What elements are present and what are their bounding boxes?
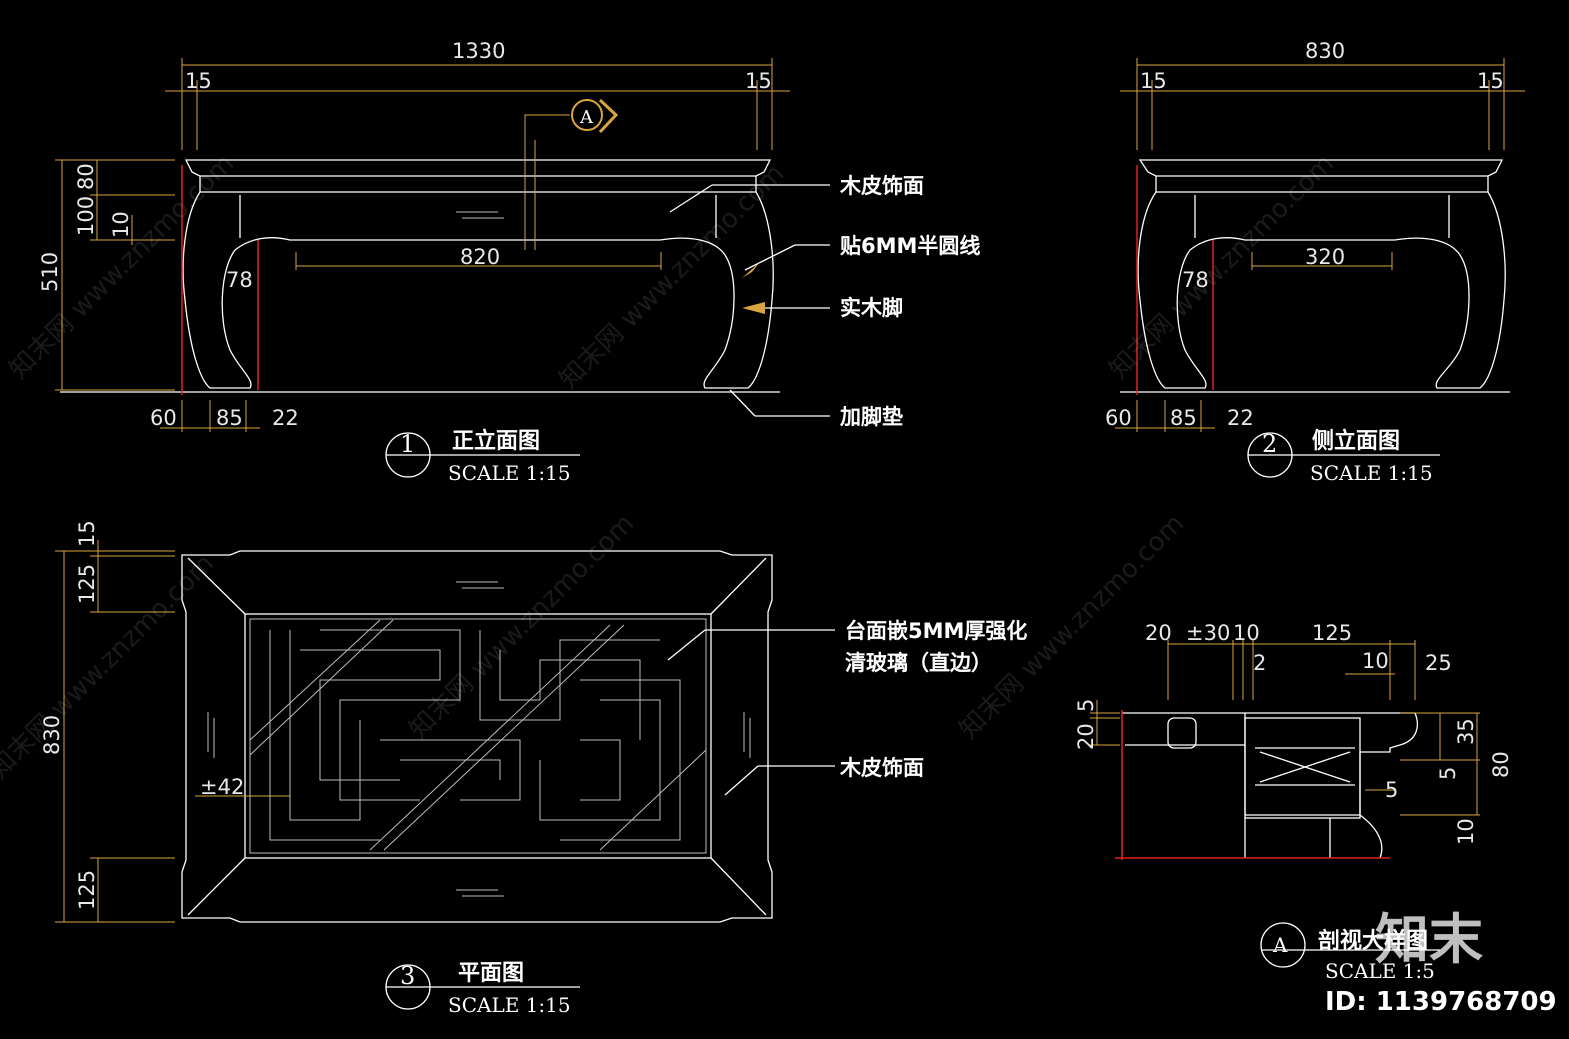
- front-dim-b2: 85: [216, 406, 243, 430]
- watermark-text: 知末网 www.znzmo.com: [554, 159, 790, 395]
- callout-foot-pad: 加脚垫: [839, 405, 903, 429]
- plan-dim-d3: 125: [75, 870, 99, 910]
- detail-dim-g: 25: [1425, 651, 1452, 675]
- front-view-scale: SCALE 1:15: [448, 461, 571, 485]
- plan-dim-glass: ±42: [200, 775, 244, 799]
- side-dim-b3: 22: [1227, 406, 1254, 430]
- watermark-text: 知末网 www.znzmo.com: [0, 549, 220, 785]
- front-dim-b1: 60: [150, 406, 177, 430]
- front-dim-total: 1330: [452, 39, 505, 63]
- detail-view-number: A: [1272, 933, 1288, 957]
- detail-dim-e: 2: [1253, 651, 1266, 675]
- plan-view-number: 3: [400, 962, 415, 990]
- plan-view: 15 125 830 125 ±42 台面嵌5MM厚强化 清玻璃（直边） 木皮饰…: [40, 520, 1027, 1017]
- detail-dim-c: 10: [1233, 621, 1260, 645]
- section-marker-circle: [571, 99, 603, 131]
- plan-dim-d1: 15: [75, 520, 99, 547]
- detail-dim-n: 10: [1454, 818, 1478, 845]
- front-dim-h2: 100: [74, 196, 98, 236]
- side-dim-leg: 78: [1182, 268, 1209, 292]
- detail-view-scale: SCALE 1:5: [1325, 959, 1435, 983]
- side-dim-inner: 320: [1305, 245, 1345, 269]
- side-elevation: 830 15 15 320 78 60 85 22 2 侧立面图 SCALE 1…: [1105, 39, 1525, 485]
- brand-logo: 知末 ID: 1139768709: [1325, 908, 1557, 1017]
- detail-dim-k: 5: [1436, 767, 1460, 780]
- detail-dim-f: 10: [1362, 649, 1389, 673]
- front-elevation: 1330 15 15 A 820 510 80 10: [38, 39, 980, 485]
- front-dim-h3: 10: [109, 211, 133, 238]
- logo-text: 知末: [1375, 908, 1483, 971]
- side-dim-b2: 85: [1170, 406, 1197, 430]
- front-dim-leg: 78: [226, 268, 253, 292]
- side-view-number: 2: [1262, 430, 1277, 458]
- detail-dim-b: ±30: [1186, 621, 1230, 645]
- callout-solid-leg: 实木脚: [840, 296, 903, 320]
- front-dim-h1: 80: [74, 163, 98, 190]
- callout-veneer: 木皮饰面: [839, 174, 924, 198]
- side-dim-right: 15: [1477, 69, 1504, 93]
- plan-dim-total: 830: [40, 715, 64, 755]
- asset-id: ID: 1139768709: [1325, 987, 1557, 1017]
- front-dim-left: 15: [185, 69, 212, 93]
- detail-dim-d: 125: [1312, 621, 1352, 645]
- side-view-title: 侧立面图: [1312, 428, 1400, 454]
- callout-glass-2: 清玻璃（直边）: [845, 651, 992, 675]
- plan-view-title: 平面图: [458, 960, 524, 986]
- side-dim-b1: 60: [1105, 406, 1132, 430]
- side-dim-left: 15: [1140, 69, 1167, 93]
- detail-dim-m: 5: [1385, 778, 1398, 802]
- front-view-number: 1: [400, 430, 415, 458]
- detail-dim-j: 35: [1454, 718, 1478, 745]
- detail-dim-i: 5: [1074, 699, 1098, 712]
- section-arrow-icon: [598, 98, 619, 134]
- front-dim-b3: 22: [272, 406, 299, 430]
- front-dim-height: 510: [38, 252, 62, 292]
- detail-dim-a: 20: [1145, 621, 1172, 645]
- side-view-scale: SCALE 1:15: [1310, 461, 1433, 485]
- front-dim-inner: 820: [460, 245, 500, 269]
- detail-dim-h: 20: [1074, 723, 1098, 750]
- watermark-text: 知末网 www.znzmo.com: [404, 509, 640, 745]
- front-view-title: 正立面图: [452, 428, 540, 454]
- section-detail: 20 ±30 10 125 2 10 25 35 80 5 5 10: [1074, 621, 1513, 983]
- detail-dim-l: 80: [1489, 751, 1513, 778]
- callout-glass-1: 台面嵌5MM厚强化: [845, 619, 1027, 643]
- plan-dim-d2: 125: [75, 564, 99, 604]
- callout-half-round: 贴6MM半圆线: [840, 234, 980, 258]
- front-dim-right: 15: [745, 69, 772, 93]
- callout-plan-veneer: 木皮饰面: [839, 756, 924, 780]
- detail-view-title: 剖视大样图: [1318, 928, 1428, 954]
- plan-view-scale: SCALE 1:15: [448, 993, 571, 1017]
- side-dim-total: 830: [1305, 39, 1345, 63]
- section-marker-label: A: [579, 107, 594, 128]
